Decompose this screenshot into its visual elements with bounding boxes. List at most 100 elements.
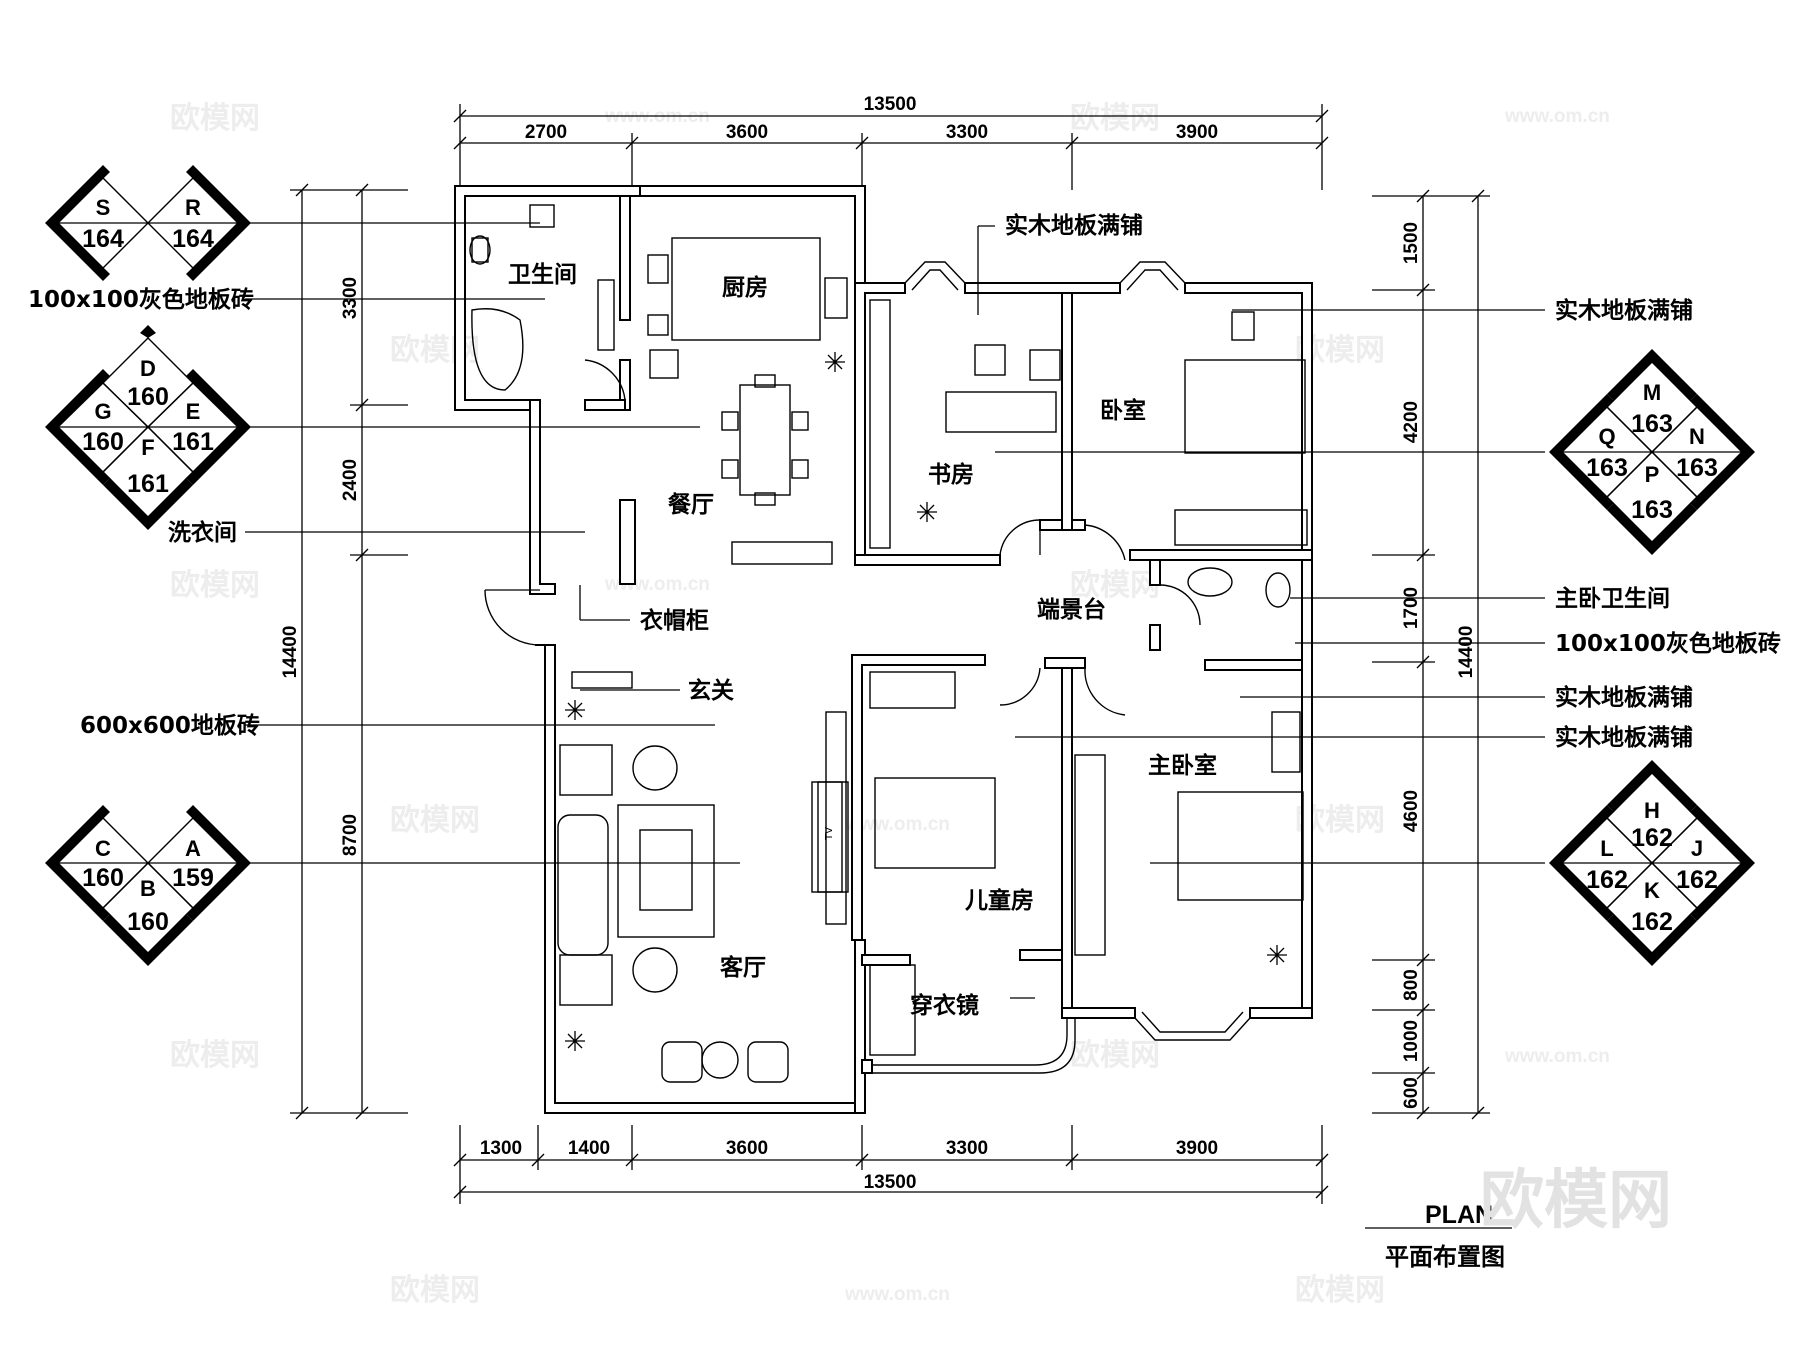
tag-number: 160 — [127, 383, 169, 411]
watermark-url: www.om.cn — [1504, 106, 1610, 127]
left-label-floor-tile: 600x600地板砖 — [80, 713, 260, 739]
right-label-wood-floor: 实木地板满铺 — [1555, 684, 1693, 711]
room-label-living: 客厅 — [720, 954, 766, 981]
tag-letter: L — [1600, 836, 1613, 861]
bottom-dimension: 1400 — [568, 1138, 610, 1159]
room-label-entry-feature: 端景台 — [1037, 596, 1106, 623]
left-dimension: 2400 — [340, 459, 361, 501]
tag-number: 163 — [1676, 454, 1718, 482]
tag-letter: H — [1644, 798, 1660, 823]
right-label-wood-floor: 实木地板满铺 — [1555, 297, 1693, 324]
elevation-tag-sr: S 164 R 164 — [45, 165, 251, 281]
bottom-dimensions: 1300 1400 3600 3300 3900 13500 — [453, 1125, 1329, 1204]
right-label-tile: 100x100灰色地板砖 — [1555, 630, 1781, 657]
room-label-study: 书房 — [928, 461, 974, 488]
elevation-tag-mqnp: M 163 Q 163 N 163 P 163 — [1549, 349, 1755, 555]
tag-number: 163 — [1631, 496, 1673, 524]
tag-letter: E — [186, 399, 201, 424]
right-label-wood-floor: 实木地板满铺 — [1555, 724, 1693, 751]
elevation-tag-cab: C 160 A 159 B 160 — [45, 805, 251, 966]
walls — [454, 185, 1313, 1114]
watermark-text: 欧模网 — [1070, 1038, 1160, 1073]
tag-letter: K — [1644, 878, 1660, 903]
room-label-master: 主卧室 — [1148, 752, 1217, 779]
room-labels: 卫生间 厨房 餐厅 书房 卧室 端景台 儿童房 主卧室 客厅 穿衣镜 — [508, 262, 1217, 1019]
room-label-mirror: 穿衣镜 — [910, 992, 979, 1019]
tag-letter: A — [185, 836, 201, 861]
tag-number: 163 — [1631, 410, 1673, 438]
tag-letter: C — [95, 836, 111, 861]
bed — [1184, 359, 1306, 454]
room-label-kitchen: 厨房 — [722, 274, 768, 301]
right-dimension: 4200 — [1401, 401, 1422, 443]
top-dimensions: 13500 2700 3600 3300 3900 — [453, 94, 1329, 190]
left-label-foyer: 玄关 — [688, 677, 734, 704]
tag-number: 164 — [172, 225, 214, 253]
top-label-wood-floor: 实木地板满铺 — [1005, 212, 1143, 239]
room-label-bathroom: 卫生间 — [508, 262, 577, 288]
title-block: PLAN 平面布置图 欧模网 — [1365, 1164, 1672, 1271]
tag-number: 162 — [1631, 824, 1673, 852]
tag-number: 160 — [127, 908, 169, 936]
plan-title-en: PLAN — [1425, 1201, 1493, 1229]
top-dimension: 3600 — [726, 122, 768, 143]
coffee-table — [617, 804, 715, 938]
left-label-coat-cabinet: 衣帽柜 — [640, 607, 709, 634]
tag-letter: M — [1643, 380, 1661, 405]
bed — [874, 777, 996, 869]
tag-letter: R — [185, 195, 201, 220]
right-dimension: 600 — [1401, 1077, 1422, 1109]
tag-number: 161 — [127, 470, 169, 498]
left-dimension: 8700 — [340, 814, 361, 856]
plant-icon — [565, 352, 1287, 1051]
tag-number: 160 — [82, 864, 124, 892]
watermark-url: www.om.cn — [844, 1284, 950, 1305]
bottom-dimension: 1300 — [480, 1138, 522, 1159]
right-dimension: 800 — [1401, 969, 1422, 1001]
tag-letter: S — [96, 195, 111, 220]
watermark-text: 欧模网 — [390, 803, 480, 838]
tag-number: 164 — [82, 225, 124, 253]
elevation-tag-dgef: D 160 G 160 E 161 F 161 — [45, 325, 251, 530]
annotations: 100x100灰色地板砖 洗衣间 衣帽柜 玄关 600x600地板砖 实木地板满… — [28, 212, 1781, 999]
watermark-text: 欧模网 — [390, 1273, 480, 1308]
right-label-master-bath: 主卧卫生间 — [1555, 586, 1670, 612]
bottom-dimension: 3300 — [946, 1138, 988, 1159]
top-total-dimension: 13500 — [864, 94, 917, 115]
plan-title-cn: 平面布置图 — [1385, 1243, 1505, 1271]
room-label-dining: 餐厅 — [668, 492, 714, 518]
tag-number: 163 — [1586, 454, 1628, 482]
right-dimension: 1000 — [1401, 1020, 1422, 1062]
tag-letter: D — [140, 356, 156, 381]
bed — [1177, 791, 1304, 901]
bottom-dimension: 3900 — [1176, 1138, 1218, 1159]
tag-number: 162 — [1586, 866, 1628, 894]
watermark-text: 欧模网 — [170, 1038, 260, 1073]
top-dimension: 2700 — [525, 122, 567, 143]
tag-number: 160 — [82, 428, 124, 456]
room-label-bedroom: 卧室 — [1100, 397, 1146, 424]
watermark-text: 欧模网 — [170, 101, 260, 136]
watermark-layer: 欧模网 欧模网 欧模网 欧模网 欧模网 欧模网 欧模网 欧模网 欧模网 欧模网 … — [170, 101, 1610, 1308]
left-outer-dimension: 14400 — [280, 626, 301, 679]
tag-letter: P — [1645, 462, 1660, 487]
tag-letter: N — [1689, 424, 1705, 449]
watermark-text: 欧模网 — [1070, 568, 1160, 603]
watermark-url: www.om.cn — [844, 814, 950, 835]
tag-letter: F — [141, 435, 154, 460]
tag-number: 161 — [172, 428, 214, 456]
tv-mark: TV — [824, 827, 835, 841]
tag-letter: J — [1691, 836, 1703, 861]
left-label-tile: 100x100灰色地板砖 — [28, 286, 254, 313]
right-outer-dimension: 14400 — [1456, 626, 1477, 679]
right-dimensions: 1500 4200 1700 4600 800 1000 600 14400 — [1372, 189, 1490, 1120]
watermark-url: www.om.cn — [1504, 1046, 1610, 1067]
watermark-text: 欧模网 — [390, 333, 480, 368]
left-dimension: 3300 — [340, 277, 361, 319]
right-dimension: 4600 — [1401, 790, 1422, 832]
bottom-total-dimension: 13500 — [864, 1172, 917, 1193]
tag-number: 162 — [1676, 866, 1718, 894]
tag-number: 162 — [1631, 908, 1673, 936]
right-dimension: 1500 — [1401, 222, 1422, 264]
